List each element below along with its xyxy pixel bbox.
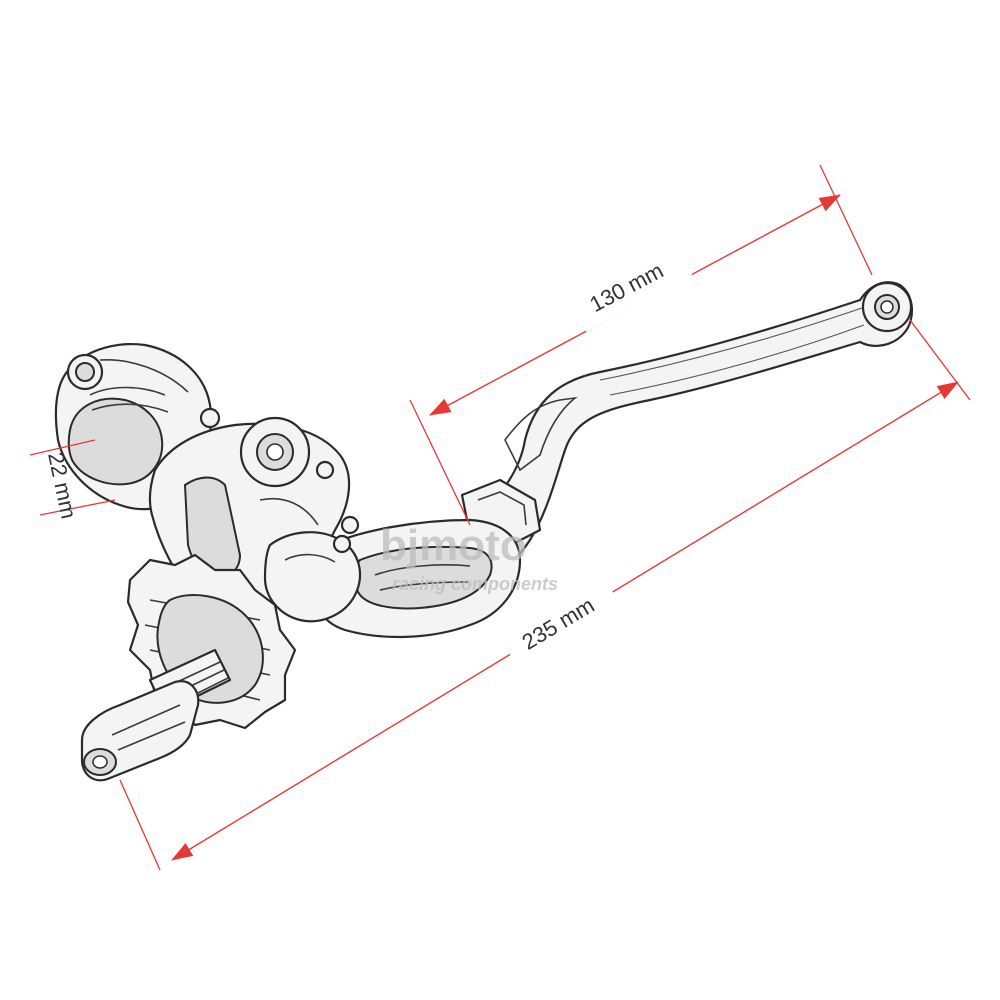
extension-line-overall-start: [119, 779, 161, 871]
extension-line-overall-end: [909, 319, 971, 401]
watermark-brand: bjmoto: [380, 521, 527, 570]
extension-line-clamp-bottom: [39, 499, 116, 516]
extension-line-lever-start: [409, 399, 471, 526]
lever-tip: [861, 281, 913, 333]
extension-line-lever-end: [819, 164, 873, 276]
dimension-overall-length: 235 mm: [119, 319, 971, 871]
lever-blade: [468, 281, 913, 580]
watermark-tagline: racing components: [392, 574, 558, 594]
cam-housing: [263, 531, 362, 623]
extension-line-clamp-top: [29, 439, 96, 456]
